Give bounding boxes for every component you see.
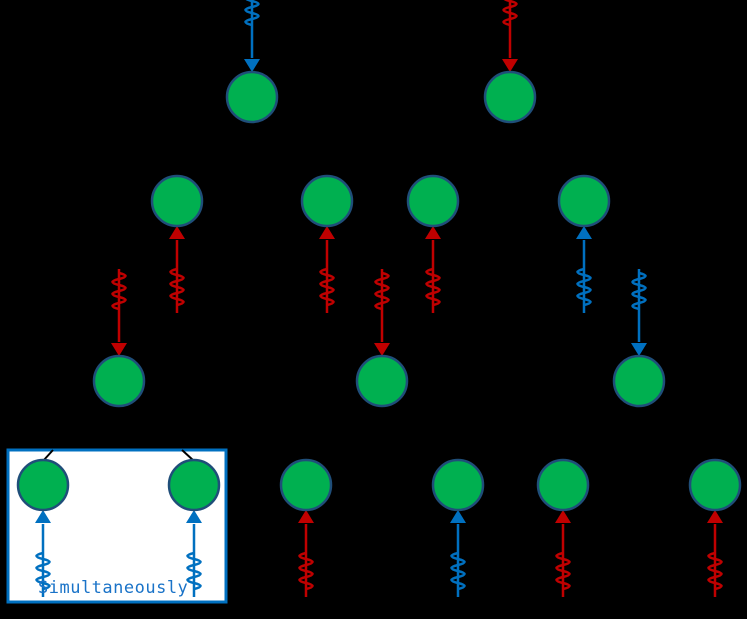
photon-waves	[35, 0, 723, 597]
qubit-node-n0a	[225, 70, 279, 124]
red-photon-wave-icon	[111, 269, 127, 356]
qubit-node-n3a	[16, 458, 70, 512]
qubit-node-n1a	[150, 174, 204, 228]
blue-photon-wave-icon	[631, 269, 647, 356]
red-photon-wave-icon	[374, 269, 390, 356]
red-photon-wave-icon	[298, 510, 314, 597]
qubit-node-n3f	[688, 458, 742, 512]
qubit-node-n1c	[406, 174, 460, 228]
simultaneously-label: Simultaneously	[38, 578, 189, 598]
qubit-node-n1d	[557, 174, 611, 228]
qubit-node-n2b	[355, 354, 409, 408]
nodes	[16, 70, 742, 512]
qubit-node-n2c	[612, 354, 666, 408]
qubit-node-n0b	[483, 70, 537, 124]
red-photon-wave-icon	[319, 226, 335, 313]
qubit-node-n1b	[300, 174, 354, 228]
qubit-node-n3e	[536, 458, 590, 512]
red-photon-wave-icon	[502, 0, 518, 72]
qubit-node-n3d	[431, 458, 485, 512]
blue-photon-wave-icon	[450, 510, 466, 597]
blue-photon-wave-icon	[244, 0, 260, 72]
qubit-node-n2a	[92, 354, 146, 408]
qubit-node-n3c	[279, 458, 333, 512]
red-photon-wave-icon	[169, 226, 185, 313]
blue-photon-wave-icon	[35, 510, 51, 597]
blue-photon-wave-icon	[576, 226, 592, 313]
red-photon-wave-icon	[425, 226, 441, 313]
blue-photon-wave-icon	[186, 510, 202, 597]
red-photon-wave-icon	[707, 510, 723, 597]
qubit-node-n3b	[167, 458, 221, 512]
red-photon-wave-icon	[555, 510, 571, 597]
